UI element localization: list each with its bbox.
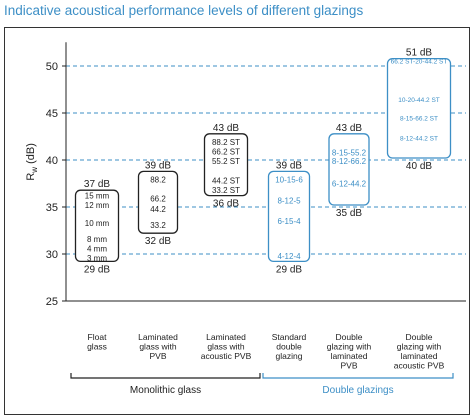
group-label: Monolithic glass — [130, 385, 201, 396]
y-tick-label: 30 — [46, 249, 58, 261]
min-value-label: 40 dB — [406, 161, 432, 172]
max-value-label: 43 dB — [213, 123, 239, 134]
category-label: glazing with — [327, 342, 372, 352]
category-label: glass with — [207, 342, 245, 352]
range-item-label: 15 mm — [85, 192, 110, 201]
range-item-label: 44.2 — [150, 205, 166, 214]
category-label: acoustic PVB — [201, 351, 252, 361]
range-item-label: 4-12-4 — [277, 252, 301, 261]
range-item-label: 10-20-44.2 ST — [398, 97, 440, 104]
category-label: acoustic PVB — [394, 361, 445, 371]
y-tick-label: 35 — [46, 202, 58, 214]
max-value-label: 43 dB — [336, 123, 362, 134]
category-label: Double — [336, 332, 363, 342]
range-box — [386, 57, 452, 159]
range-item-label: 44.2 ST — [212, 177, 240, 186]
max-value-label: 39 dB — [145, 160, 171, 171]
min-value-label: 29 dB — [276, 264, 302, 275]
range-item-label: 33.2 — [150, 221, 166, 230]
range-item-label: 10-15-6 — [275, 176, 303, 185]
category-label: PVB — [149, 351, 166, 361]
range-item-label: 8-15-66.2 ST — [400, 116, 438, 123]
category-label: Float — [88, 332, 108, 342]
range-item-label: 6-12-44.2 — [332, 180, 367, 189]
max-value-label: 37 dB — [84, 179, 110, 190]
range-item-label: 6-15-4 — [277, 217, 301, 226]
category-label: laminated — [401, 351, 438, 361]
range-item-label: 33.2 ST — [212, 186, 240, 195]
range-item-label: 55.2 ST — [212, 157, 240, 166]
range-item-label: 3 mm — [87, 254, 107, 263]
group-bracket — [262, 373, 454, 379]
min-value-label: 32 dB — [145, 236, 171, 247]
y-axis-label: Rw (dB) — [25, 143, 39, 181]
y-tick-label: 40 — [46, 155, 58, 167]
range-item-label: 66.2 ST-20-44.2 ST — [391, 58, 448, 65]
range-box — [328, 133, 370, 206]
category-label: Laminated — [206, 332, 246, 342]
range-item-label: 66.2 ST — [212, 148, 240, 157]
group-label: Double glazings — [322, 385, 393, 396]
y-tick-label: 45 — [46, 108, 58, 120]
range-item-label: 8-12-5 — [277, 196, 301, 205]
min-value-label: 36 dB — [213, 199, 239, 210]
range-item-label: 66.2 — [150, 195, 166, 204]
range-box — [74, 189, 120, 263]
range-item-label: 10 mm — [85, 219, 110, 228]
category-label: Double — [406, 332, 433, 342]
category-label: glass with — [139, 342, 177, 352]
y-tick-label: 50 — [46, 61, 58, 73]
range-item-label: 4 mm — [87, 244, 107, 253]
y-tick-label: 25 — [46, 296, 58, 308]
category-label: glazing — [276, 351, 303, 361]
range-box — [137, 170, 179, 234]
category-label: Laminated — [138, 332, 178, 342]
range-item-label: 8-12-44.2 ST — [400, 135, 438, 142]
page-title: Indicative acoustical performance levels… — [4, 3, 364, 18]
range-item-label: 88.2 — [150, 176, 166, 185]
range-item-label: 8-15-55.2 — [332, 148, 367, 157]
range-item-label: 8 mm — [87, 235, 107, 244]
category-label: Standard — [272, 332, 307, 342]
group-bracket — [70, 373, 261, 379]
max-value-label: 51 dB — [406, 48, 432, 59]
range-item-label: 88.2 ST — [212, 138, 240, 147]
category-label: glass — [87, 342, 107, 352]
range-item-label: 12 mm — [85, 201, 110, 210]
category-label: glazing with — [397, 342, 442, 352]
max-value-label: 39 dB — [276, 160, 302, 171]
range-box — [267, 170, 311, 263]
min-value-label: 29 dB — [84, 264, 110, 275]
range-item-label: 8-12-66.2 — [332, 157, 367, 166]
min-value-label: 35 dB — [336, 208, 362, 219]
category-label: double — [276, 342, 302, 352]
category-label: laminated — [331, 351, 368, 361]
category-label: PVB — [340, 361, 357, 371]
range-box — [203, 133, 249, 197]
